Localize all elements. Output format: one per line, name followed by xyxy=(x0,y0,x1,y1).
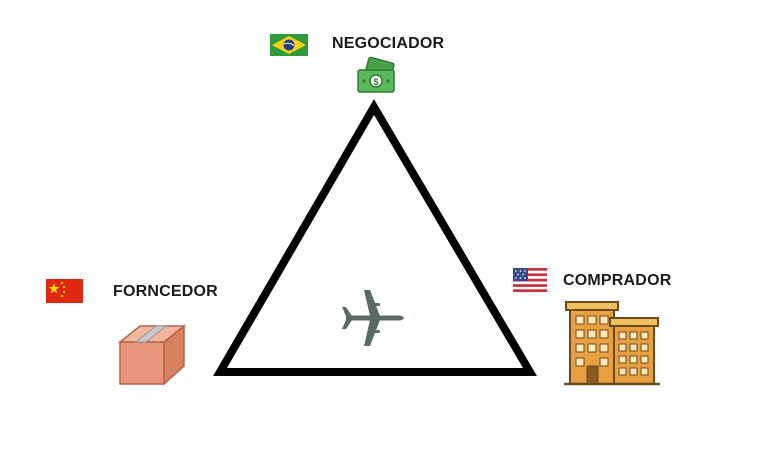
svg-text:$: $ xyxy=(373,77,378,87)
building-icon xyxy=(564,301,660,386)
china-flag xyxy=(46,279,83,303)
comprador-label: COMPRADOR xyxy=(563,272,672,289)
negociador-label: NEGOCIADOR xyxy=(332,35,445,52)
usa-flag xyxy=(512,267,548,293)
trade-triangle xyxy=(213,99,537,376)
money-icon: $ xyxy=(357,56,395,93)
brazil-flag xyxy=(270,34,308,56)
fornecedor-label: FORNCEDOR xyxy=(113,283,218,300)
airplane-icon xyxy=(342,290,404,346)
box-icon xyxy=(117,324,187,386)
